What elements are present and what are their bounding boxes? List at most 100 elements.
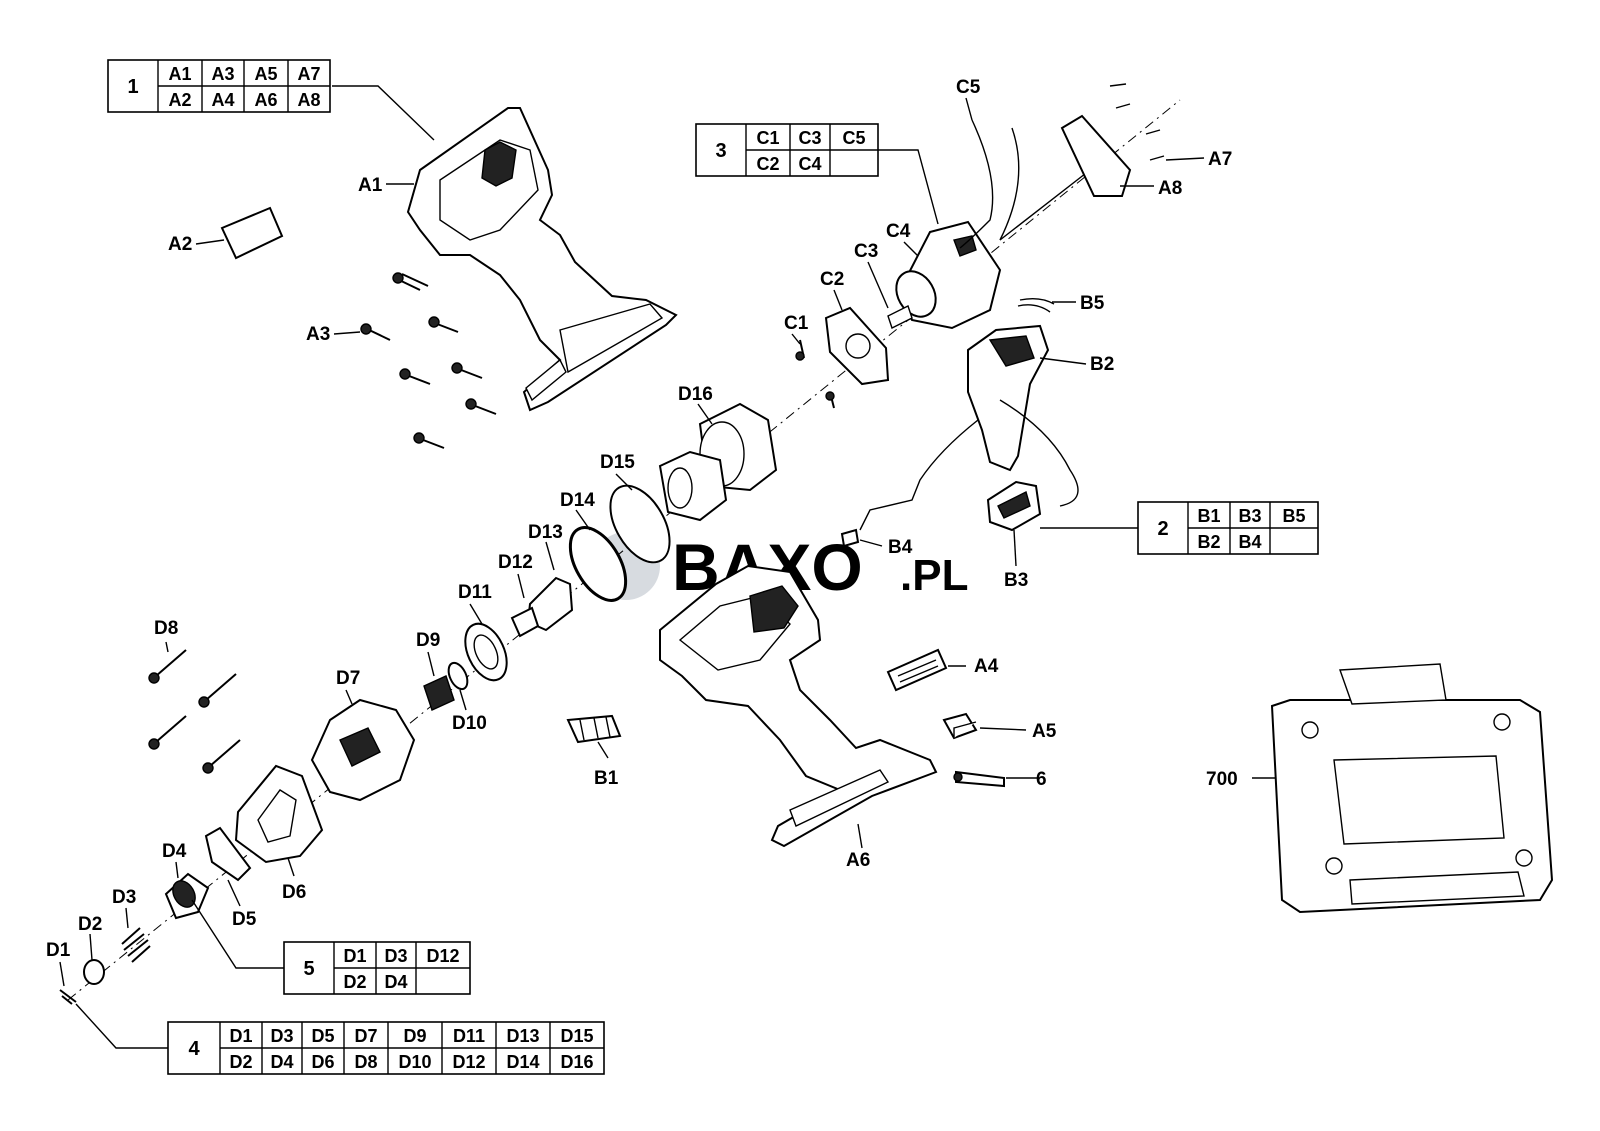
kit-2-number: 2 xyxy=(1157,518,1168,540)
kit-4-cell: D9 xyxy=(403,1026,426,1046)
kit-1-cell: A3 xyxy=(211,64,234,84)
label-a4: A4 xyxy=(974,656,999,677)
badge-a4 xyxy=(886,648,948,692)
kit-3-cell: C5 xyxy=(842,128,865,148)
assembly-axis xyxy=(67,99,1181,1001)
trigger-wires-b5 xyxy=(1017,297,1055,313)
kit-5-cell: D3 xyxy=(384,946,407,966)
label-d11: D11 xyxy=(458,582,492,603)
label-700: 700 xyxy=(1206,769,1238,790)
housing-half-a6 xyxy=(659,564,938,848)
washer-d11 xyxy=(464,622,508,682)
kit-5-cell: D12 xyxy=(426,946,459,966)
kit-2-cell: B1 xyxy=(1197,506,1220,526)
label-d6: D6 xyxy=(282,882,306,903)
label-b1: B1 xyxy=(594,768,619,789)
foot-block-a5 xyxy=(942,712,978,740)
kit-5-cell: D4 xyxy=(384,972,407,992)
front-housing-d7 xyxy=(310,698,416,802)
kit-1-cell: A1 xyxy=(168,64,191,84)
label-plate-a2 xyxy=(220,206,284,260)
label-d10: D10 xyxy=(452,713,487,734)
kit-5-number: 5 xyxy=(303,958,314,980)
kit-2-cell: B3 xyxy=(1238,506,1261,526)
label-d9: D9 xyxy=(416,630,440,651)
label-6: 6 xyxy=(1036,769,1047,790)
kit-leaders xyxy=(75,85,1138,1049)
kit-table-3: 3 C1 C3 C5 C2 C4 xyxy=(695,123,879,177)
label-c2: C2 xyxy=(820,269,844,290)
watermark-suffix: .PL xyxy=(900,551,968,600)
part-labels: A1 A2 A3 A4 A5 A6 A7 A8 B1 B2 B3 B4 B5 C… xyxy=(46,77,1238,961)
kit-4-cell: D16 xyxy=(560,1052,593,1072)
screws-a3 xyxy=(360,272,497,449)
kit-table-5: 5 D1 D3 D12 D2 D4 xyxy=(283,941,471,995)
kit-4-cell: D2 xyxy=(229,1052,252,1072)
kit-3-cell: C2 xyxy=(756,154,779,174)
label-d16: D16 xyxy=(678,384,713,405)
label-b5: B5 xyxy=(1080,293,1105,314)
kit-4-number: 4 xyxy=(188,1038,200,1060)
battery-terminal-b3 xyxy=(986,480,1042,532)
carry-case-700 xyxy=(1270,663,1554,914)
label-d12: D12 xyxy=(498,552,533,573)
motor-leads-c5 xyxy=(959,119,1091,249)
label-d8: D8 xyxy=(154,618,178,639)
label-c3: C3 xyxy=(854,241,878,262)
label-c4: C4 xyxy=(886,221,911,242)
kit-3-number: 3 xyxy=(715,140,726,162)
label-a2: A2 xyxy=(168,234,192,255)
kit-table-1: 1 A1 A3 A5 A7 A2 A4 A6 A8 xyxy=(107,59,331,113)
collar-d4 xyxy=(164,872,210,920)
ring-d10 xyxy=(447,661,469,691)
bumper-d6 xyxy=(234,764,324,864)
kit-table-4: 4 D1 D3 D5 D7 D9 D11 D13 D15 D2 D4 D6 D8… xyxy=(167,1021,605,1075)
kit-4-cell: D6 xyxy=(311,1052,334,1072)
label-d13: D13 xyxy=(528,522,563,543)
endcap-a8 xyxy=(1060,83,1165,197)
kit-5-cell: D2 xyxy=(343,972,366,992)
kit-2-cell: B2 xyxy=(1197,532,1220,552)
label-c1: C1 xyxy=(784,313,809,334)
kit-1-cell: A8 xyxy=(297,90,320,110)
clip-d1 xyxy=(59,989,77,1005)
label-d3: D3 xyxy=(112,887,136,908)
label-c5: C5 xyxy=(956,77,981,98)
screws-c1 xyxy=(795,339,835,409)
kit-4-cell: D7 xyxy=(354,1026,377,1046)
label-d5: D5 xyxy=(232,909,257,930)
housing-half-a1 xyxy=(406,107,678,412)
kit-4-cell: D11 xyxy=(453,1026,485,1046)
kit-1-cell: A6 xyxy=(254,90,277,110)
switch-module-b2 xyxy=(859,324,1079,531)
label-d15: D15 xyxy=(600,452,635,473)
label-d1: D1 xyxy=(46,940,71,961)
o-ring-d13 xyxy=(568,526,628,602)
label-a1: A1 xyxy=(358,175,383,196)
label-a3: A3 xyxy=(306,324,330,345)
kit-table-2: 2 B1 B3 B5 B2 B4 xyxy=(1137,501,1319,555)
label-b4: B4 xyxy=(888,537,913,558)
label-d7: D7 xyxy=(336,668,360,689)
kit-2-cell: B4 xyxy=(1238,532,1261,552)
kit-4-cell: D12 xyxy=(452,1052,485,1072)
leader-lines xyxy=(59,97,1276,987)
kit-3-cell: C4 xyxy=(798,154,821,174)
kit-1-cell: A7 xyxy=(297,64,320,84)
kit-4-cell: D3 xyxy=(270,1026,293,1046)
screws-d8 xyxy=(148,649,241,774)
kit-4-cell: D4 xyxy=(270,1052,293,1072)
kit-2-cell: B5 xyxy=(1282,506,1305,526)
label-a6: A6 xyxy=(846,850,870,871)
label-a5: A5 xyxy=(1032,721,1057,742)
kit-5-cell: D1 xyxy=(343,946,366,966)
o-ring-d14 xyxy=(609,484,671,564)
label-a7: A7 xyxy=(1208,149,1232,170)
label-b2: B2 xyxy=(1090,354,1114,375)
label-a8: A8 xyxy=(1158,178,1182,199)
brush-plate-b1 xyxy=(566,714,622,744)
kit-4-cell: D13 xyxy=(506,1026,539,1046)
kit-4-cell: D10 xyxy=(398,1052,431,1072)
washer-d2 xyxy=(83,959,105,985)
